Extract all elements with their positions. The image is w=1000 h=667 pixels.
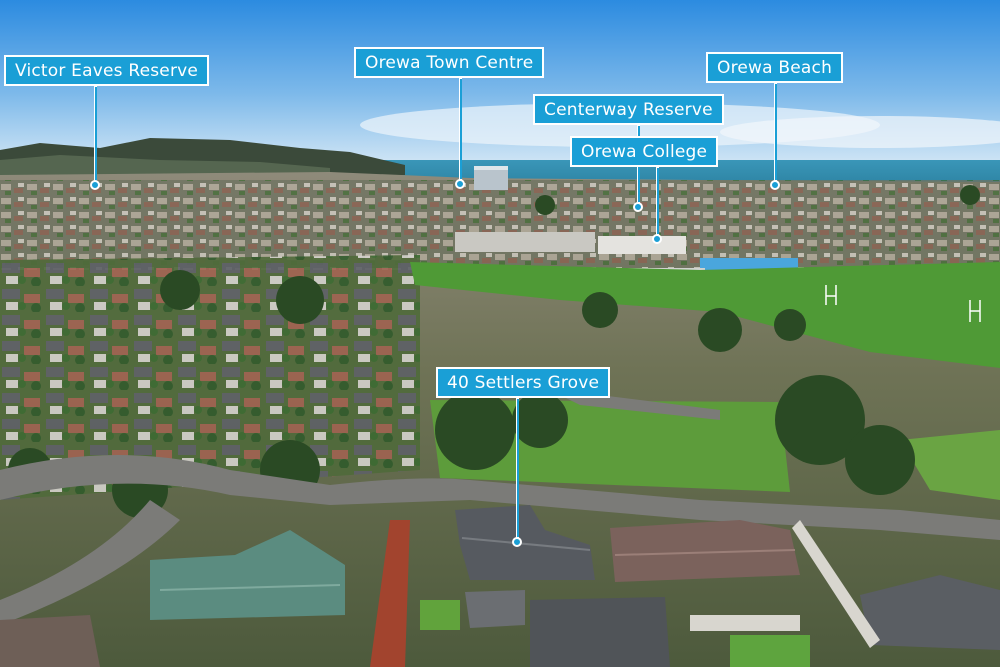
callout-label: Orewa Town Centre: [354, 47, 545, 78]
callout-pointer-dot: [652, 234, 662, 244]
callout-pointer-dot: [512, 537, 522, 547]
callout-pointer-line: [516, 398, 519, 538]
callout-pointer-line: [94, 86, 97, 182]
callout-label: Victor Eaves Reserve: [4, 55, 210, 86]
callout-pointer-dot: [770, 180, 780, 190]
callout-pointer-dot: [633, 202, 643, 212]
callout-pointer-line: [459, 78, 462, 180]
callout-label: 40 Settlers Grove: [436, 367, 611, 398]
callout-pointer-line: [774, 83, 777, 181]
callout-pointer-dot: [90, 180, 100, 190]
callout-label: Orewa College: [570, 136, 719, 167]
callout-pointer-line: [656, 167, 659, 235]
callout-label: Orewa Beach: [706, 52, 844, 83]
callout-pointer-dot: [455, 179, 465, 189]
callout-label: Centerway Reserve: [533, 94, 724, 125]
